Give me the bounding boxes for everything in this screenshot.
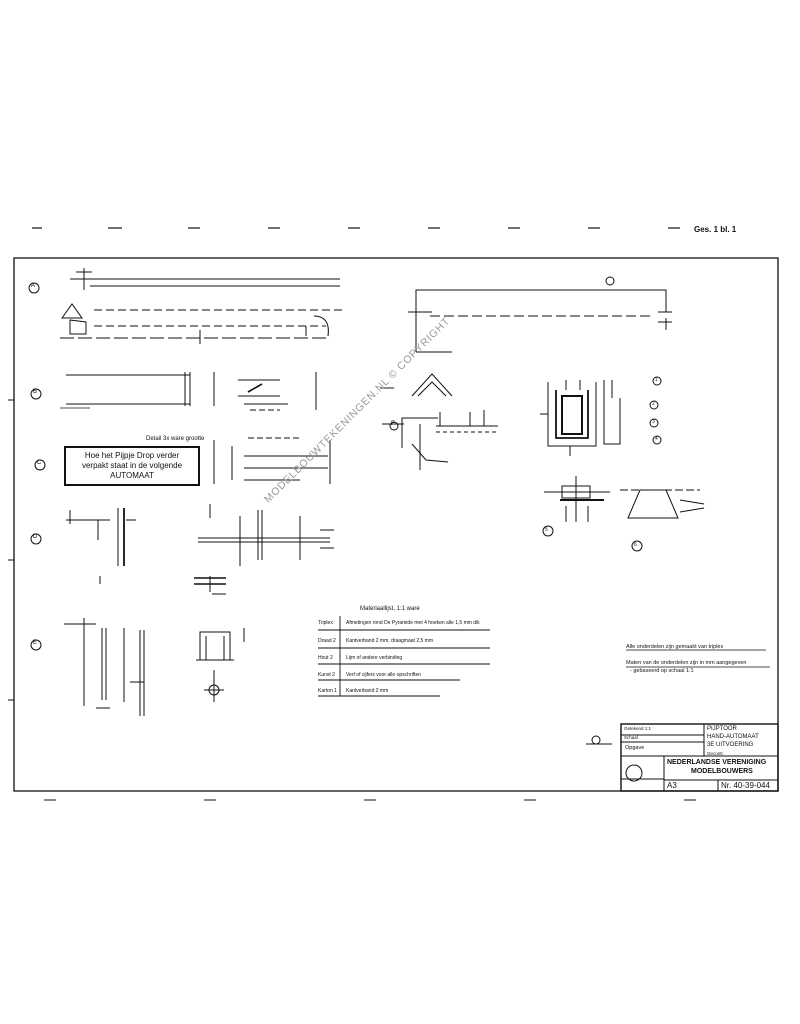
material-code-1: Triplex	[318, 620, 333, 626]
trapezoid-detail	[620, 489, 705, 519]
material-code-5: Karton 1	[318, 688, 337, 694]
note-line-2: Maten van de onderdelen zijn in mm aange…	[626, 660, 747, 666]
section-mark-3: 3	[652, 419, 655, 425]
section-mark-c: C	[37, 460, 42, 466]
detail-box-caption: Detail 3x ware grootte	[146, 436, 205, 442]
title-block-opgave: Opgave	[625, 745, 645, 751]
section-mark-1: 1	[655, 377, 658, 383]
roof-detail	[380, 373, 453, 397]
detail-note-line-3: AUTOMAAT	[110, 471, 154, 480]
detail-note-line-1: Hoe het Pijpje Drop verder	[84, 451, 180, 460]
center-frame-detail	[382, 410, 498, 470]
u-channel-section	[540, 380, 621, 456]
title-block-title-2: HAND-AUTOMAAT	[707, 734, 759, 740]
bottom-bracket	[196, 628, 245, 702]
right-column-circles	[28, 276, 662, 745]
section-mark-d: D	[33, 534, 38, 540]
section-mark-e: E	[33, 640, 38, 646]
title-block-sheet-size: A3	[667, 781, 677, 790]
section-mark-4: 4	[655, 436, 658, 442]
material-list-rules	[318, 616, 490, 697]
material-code-2: Draad 2	[318, 638, 336, 644]
title-block-title-3: 3E UITVOERING	[707, 742, 754, 748]
section-mark-a: A	[31, 283, 36, 289]
section-mark-6: 6	[634, 542, 637, 548]
detail-note-line-2: verpakt staat in de volgende	[81, 461, 183, 470]
material-text-1: Afmetingen rond De Pyramide met 4 hoeken…	[346, 620, 480, 626]
row2-left-profile	[60, 372, 317, 411]
title-block-frame	[586, 723, 779, 792]
hub-detail	[544, 476, 610, 522]
title-block: Getekend 1:1 Schaal Opgave PIJPTOOR HAND…	[621, 724, 778, 791]
title-block-number: Nr. 40-39-044	[721, 781, 770, 790]
title-block-checked: Gecontr.	[707, 751, 725, 756]
top-left-rail-view	[60, 268, 346, 344]
mid-left-parts	[66, 508, 136, 584]
section-mark-2: 2	[652, 401, 655, 407]
shaft-assembly	[198, 504, 334, 566]
notes-underline	[626, 649, 770, 668]
sheet-corner-mark: Ges. 1 bl. 1	[694, 225, 737, 234]
title-block-org-1: NEDERLANDSE VERENIGING	[667, 759, 767, 766]
title-block-title-1: PIJPTOOR	[707, 726, 737, 732]
title-block-scale-row-1: Getekend 1:1	[624, 726, 652, 731]
t-section	[194, 576, 226, 595]
bottom-tick-marks	[8, 399, 696, 801]
bottom-left-rails	[64, 618, 145, 716]
material-text-3: Lijm of andere verbinding	[346, 655, 403, 661]
material-list-heading: Materiaallijst, 1:1 ware	[360, 606, 420, 612]
material-text-4: Verf of cijfers voor alle opschriften	[346, 672, 422, 678]
material-text-2: Kantverband 2 mm, draagmaat 2,5 mm	[346, 638, 433, 644]
section-mark-f: F	[391, 421, 395, 427]
drawing-frame	[13, 257, 779, 792]
material-code-4: Kunst 2	[318, 672, 335, 678]
section-mark-b: B	[33, 389, 38, 395]
material-code-3: Hout 2	[318, 655, 333, 661]
note-line-1: Alle onderdelen zijn gemaakt van triplex	[626, 644, 724, 650]
material-text-5: Kantverband 2 mm	[346, 688, 389, 694]
note-line-3: - gebaseerd op schaal 1:1	[630, 668, 694, 674]
title-block-scale-row-2: Schaal	[624, 735, 638, 740]
top-right-rail-view	[408, 289, 672, 353]
section-mark-5: 5	[545, 527, 548, 533]
title-block-org-2: MODELBOUWERS	[691, 768, 753, 775]
left-small-parts	[213, 437, 331, 484]
detail-note-box: Hoe het Pijpje Drop verder verpakt staat…	[64, 446, 200, 486]
